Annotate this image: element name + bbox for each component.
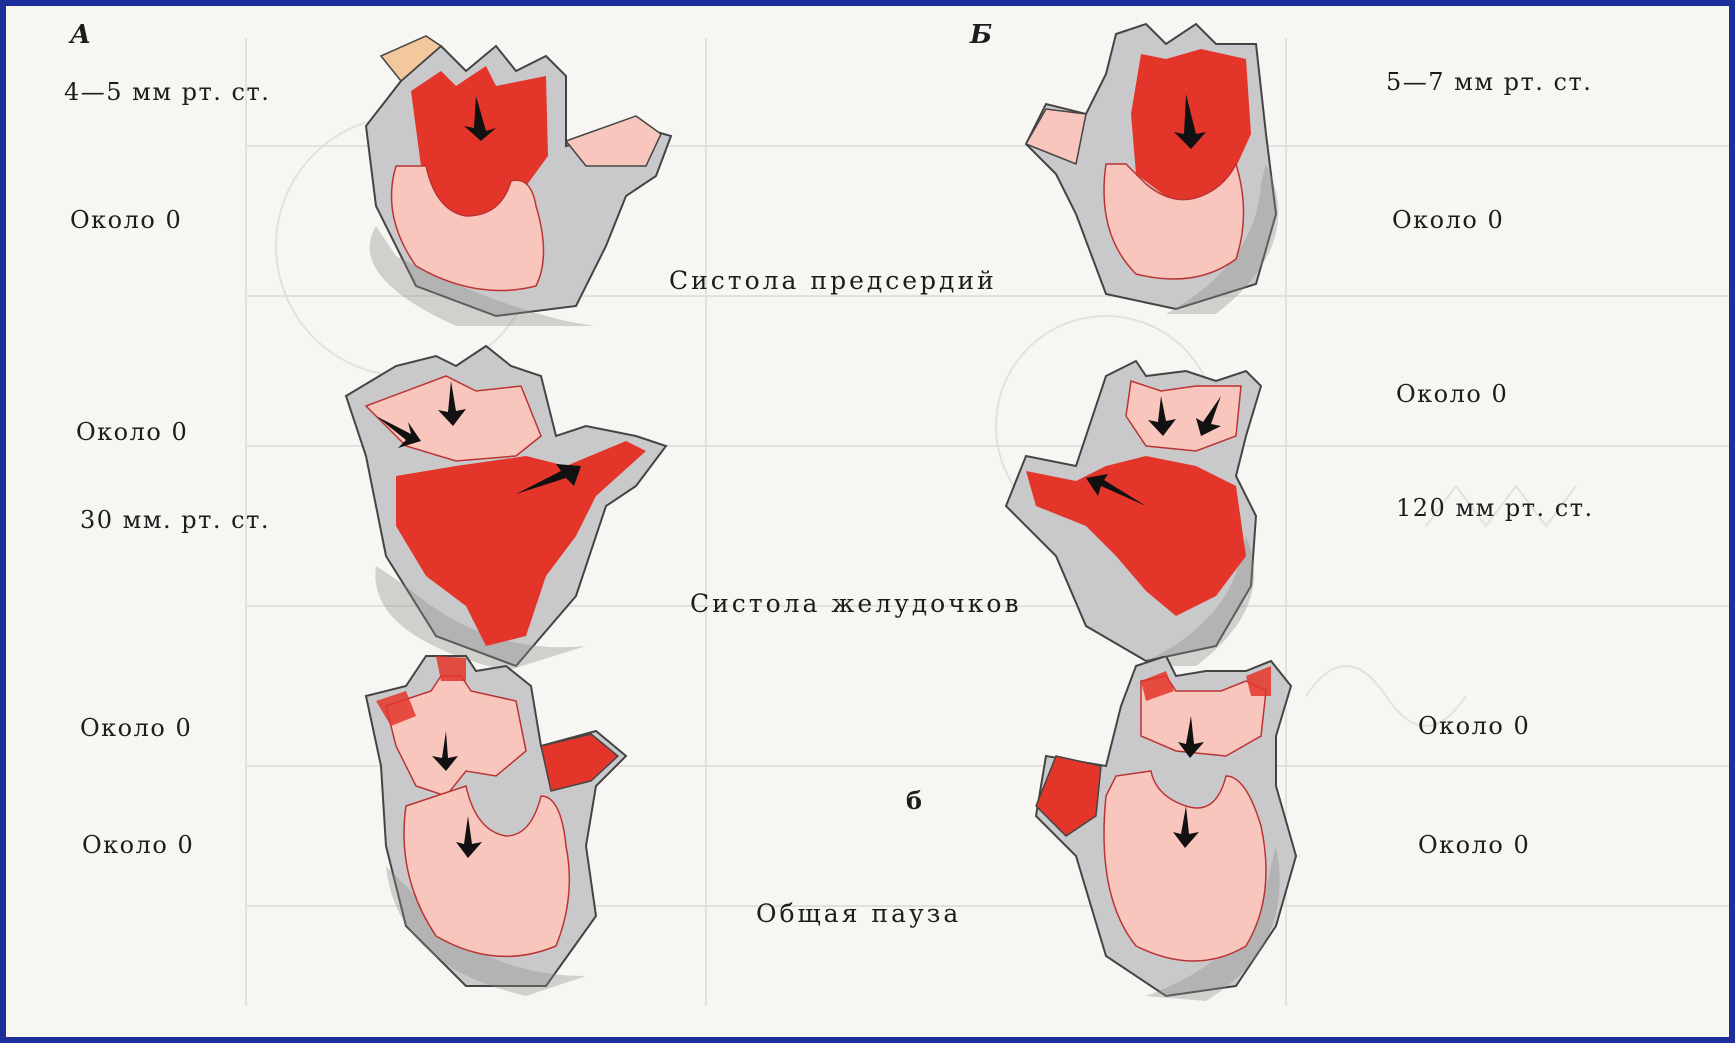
a1-atrial-pressure: 4—5 мм рт. ст. [64,78,270,106]
a3-atrial-pressure: Около 0 [80,714,192,742]
b2-ventricular-pressure: 120 мм рт. ст. [1396,494,1594,522]
heart-a-ventricular-systole [336,336,756,676]
a2-ventricular-pressure: 30 мм. рт. ст. [80,506,270,534]
a2-atrial-pressure: Около 0 [76,418,188,446]
b2-atrial-pressure: Около 0 [1396,380,1508,408]
b1-atrial-pressure: 5—7 мм рт. ст. [1386,68,1592,96]
caption-atrial-systole: Систола предсердий [669,266,997,295]
panel-letter-a: А [70,20,93,50]
b3-atrial-pressure: Около 0 [1418,712,1530,740]
caption-ventricular-systole: Систола желудочков [690,589,1022,618]
a3-ventricular-pressure: Около 0 [82,831,194,859]
a1-ventricular-pressure: Около 0 [70,206,182,234]
caption-general-pause: Общая пауза [756,899,961,928]
b1-ventricular-pressure: Около 0 [1392,206,1504,234]
b3-ventricular-pressure: Около 0 [1418,831,1530,859]
heart-b-atrial-systole [1016,14,1346,324]
panel-letter-b: Б [970,20,994,50]
slide-frame: А Б 4—5 мм рт. ст. Около 0 5—7 мм рт. ст… [6,6,1729,1037]
heart-b-general-pause [1026,656,1356,1016]
stray-mark: б [906,786,924,815]
heart-b-ventricular-systole [996,356,1336,676]
heart-a-general-pause [356,646,756,1006]
